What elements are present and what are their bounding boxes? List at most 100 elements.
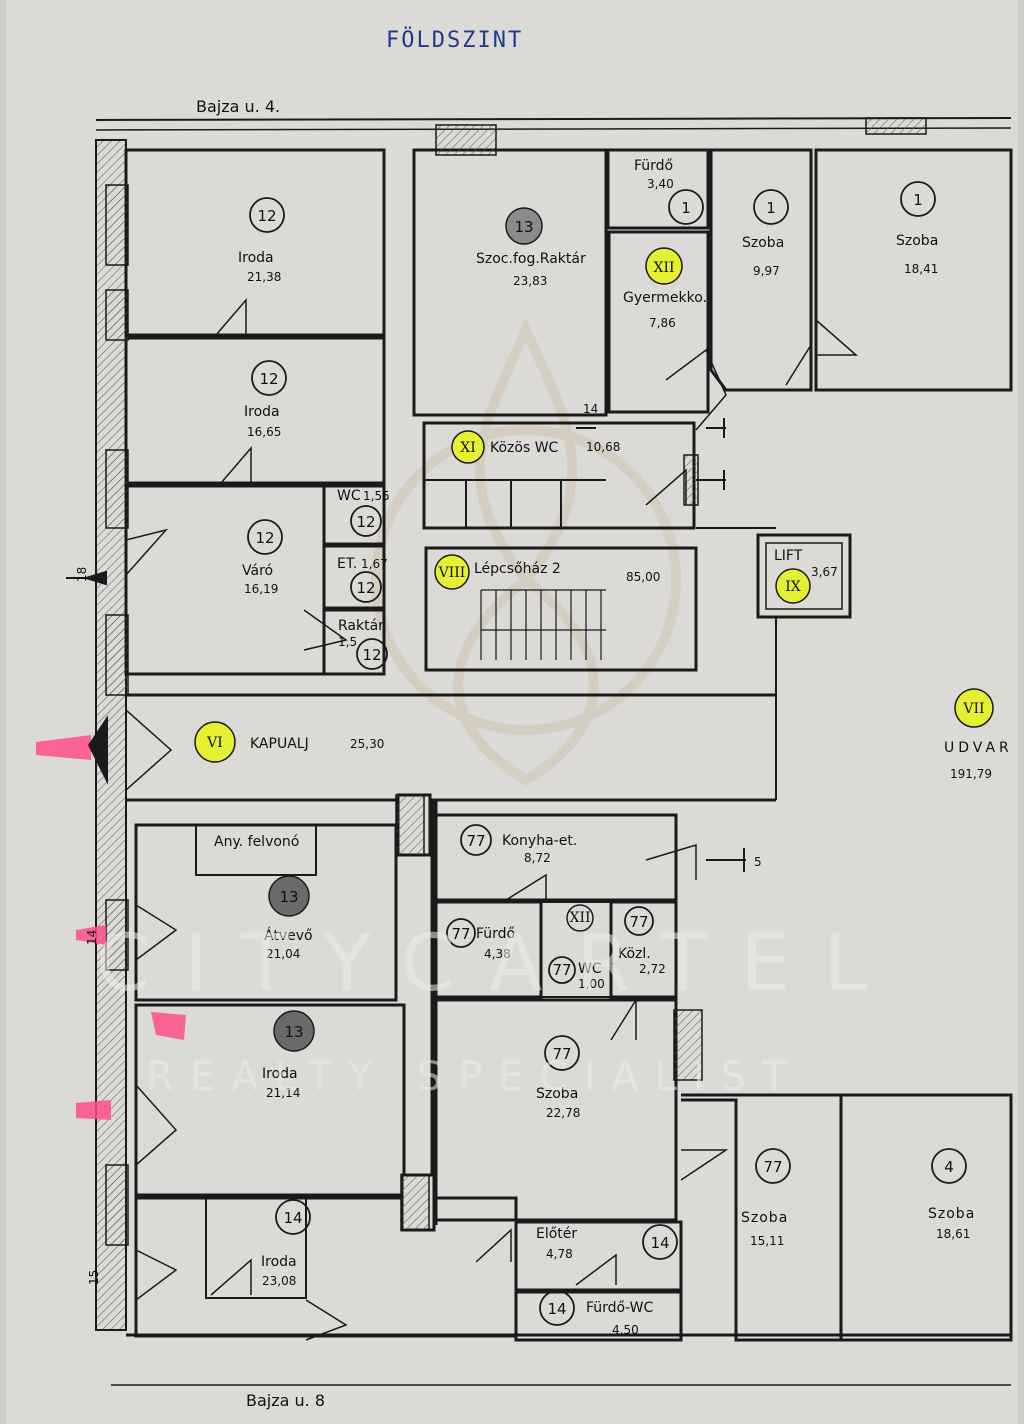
unit-num-4: 4: [944, 1158, 954, 1176]
room-name-felvono: Any. felvonó: [214, 834, 299, 850]
unit-num-12wc: 12: [356, 513, 375, 531]
unit-num-1c: 1: [913, 191, 923, 209]
room-name-12et: ET.: [337, 556, 357, 572]
watermark-ornament: [371, 317, 681, 786]
unit-num-xii-small: XII: [569, 910, 590, 926]
room-area-1furdo: 3,40: [647, 177, 674, 191]
room-area-77-szoba2: 15,11: [750, 1234, 784, 1248]
room-name-14-eloter: Előtér: [536, 1226, 577, 1242]
unit-num-77-szoba1: 77: [552, 1045, 571, 1063]
unit-num-12b: 12: [259, 370, 278, 388]
room-name-12b: Iroda: [244, 404, 280, 420]
room-name-viii: Lépcsőház 2: [474, 561, 561, 577]
unit-circles-filled: [268, 207, 543, 1052]
unit-circles-highlighted: [194, 247, 994, 763]
room-area-vi: 25,30: [350, 737, 384, 751]
unit-num-14-eloter: 14: [650, 1234, 669, 1252]
room-area-14-iroda: 23,08: [262, 1274, 296, 1288]
room-name-14-wc: Fürdő-WC: [586, 1300, 653, 1316]
room-name-xii: Gyermekko.: [623, 290, 707, 306]
unit-num-1a: 1: [681, 199, 691, 217]
unit-num-77-furdo: 77: [451, 925, 470, 943]
unit-num-12c: 12: [255, 529, 274, 547]
room-name-1szoba2: Szoba: [896, 233, 938, 249]
room-area-12et: 1,67: [361, 557, 388, 571]
room-labels: Iroda 21,38 Iroda 16,65 Váró 16,19 WC 1,…: [214, 158, 1013, 1337]
unit-num-xii: XII: [653, 260, 674, 276]
watermark-tagline: REALTY SPECIALIST: [146, 1054, 803, 1100]
room-area-13b: 21,04: [266, 947, 300, 961]
watermark-brand: CITYCARTEL: [96, 919, 901, 1009]
unit-num-14-iroda: 14: [283, 1209, 302, 1227]
unit-num-77-wc: 77: [552, 961, 571, 979]
level-15-label: 15: [87, 1270, 101, 1285]
unit-num-viii: VIII: [438, 565, 466, 581]
unit-number-labels: 12 12 12 12 12 12 13 1 1 1 XII XI VIII I…: [206, 191, 984, 1318]
room-name-1furdo: Fürdő: [634, 158, 673, 174]
wall-columns: [105, 117, 927, 1246]
room-area-77-furdo: 4,38: [484, 947, 511, 961]
room-name-12wc: WC: [337, 488, 361, 504]
main-entrance-marker: [88, 715, 108, 785]
floor-plan-sheet: 12 12 12 12 12 12 13 1 1 1 XII XI VIII I…: [6, 0, 1018, 1424]
room-name-77-kozl: Közl.: [618, 946, 651, 962]
room-area-13c: 21,14: [266, 1086, 300, 1100]
room-name-vii: UDVAR: [944, 740, 1013, 756]
unit-num-13c: 13: [284, 1023, 303, 1041]
marker-labels: 14 18 14 15 5: [75, 402, 762, 1285]
level-14-label: 14: [85, 930, 99, 945]
room-name-13a: Szoc.fog.Raktár: [476, 251, 586, 267]
room-name-12a: Iroda: [238, 250, 274, 266]
room-name-ix: LIFT: [774, 548, 803, 564]
room-name-13b: Átvevő: [264, 927, 313, 944]
level-markers: [66, 418, 746, 872]
unit-num-vi: VI: [206, 735, 223, 751]
room-area-vii: 191,79: [950, 767, 992, 781]
room-name-77-szoba2: Szoba: [741, 1210, 788, 1226]
unit-num-77-konyha: 77: [466, 832, 485, 850]
room-area-viii: 85,00: [626, 570, 660, 584]
room-area-14-wc: 4,50: [612, 1323, 639, 1337]
room-area-xii: 7,86: [649, 316, 676, 330]
room-area-12rak: 1,5: [338, 635, 357, 649]
room-area-77-szoba1: 22,78: [546, 1106, 580, 1120]
room-name-vi: KAPUALJ: [250, 736, 309, 752]
unit-num-12et: 12: [356, 579, 375, 597]
room-name-77-konyha: Konyha-et.: [502, 833, 577, 849]
unit-num-12a: 12: [257, 207, 276, 225]
room-name-12rak: Raktár: [338, 618, 384, 634]
room-area-77-wc: 1,00: [578, 977, 605, 991]
room-area-12b: 16,65: [247, 425, 281, 439]
room-area-4: 18,61: [936, 1227, 970, 1241]
room-area-ix: 3,67: [811, 565, 838, 579]
unit-num-77-kozl: 77: [629, 913, 648, 931]
unit-num-xi: XI: [460, 440, 476, 456]
room-area-1szoba2: 18,41: [904, 262, 938, 276]
dim-5-label: 5: [754, 855, 762, 869]
room-name-77-wc: WC: [578, 961, 602, 977]
room-area-13a: 23,83: [513, 274, 547, 288]
unit-num-vii: VII: [962, 701, 984, 717]
unit-num-14-wc: 14: [547, 1300, 566, 1318]
room-name-12c: Váró: [242, 563, 273, 579]
room-name-1szoba1: Szoba: [742, 235, 784, 251]
floor-plan-drawing: 12 12 12 12 12 12 13 1 1 1 XII XI VIII I…: [36, 27, 1013, 1410]
unit-num-ix: IX: [785, 579, 801, 595]
room-area-1szoba1: 9,97: [753, 264, 780, 278]
unit-num-12rak: 12: [362, 646, 381, 664]
room-name-77-furdo: Fürdő: [476, 926, 515, 942]
unit-num-1b: 1: [766, 199, 776, 217]
room-name-77-szoba1: Szoba: [536, 1086, 578, 1102]
room-area-12c: 16,19: [244, 582, 278, 596]
street-top-label: Bajza u. 4.: [196, 97, 280, 116]
unit-num-13b: 13: [279, 888, 298, 906]
room-name-4: Szoba: [928, 1206, 975, 1222]
room-name-xi: Közös WC: [490, 440, 559, 456]
street-bottom-label: Bajza u. 8: [246, 1391, 325, 1410]
unit-num-13a: 13: [514, 218, 533, 236]
room-area-14-eloter: 4,78: [546, 1247, 573, 1261]
room-area-12wc: 1,55: [363, 489, 390, 503]
xii-small-circle: [566, 904, 594, 932]
room-area-xi: 10,68: [586, 440, 620, 454]
room-name-13c: Iroda: [262, 1066, 298, 1082]
